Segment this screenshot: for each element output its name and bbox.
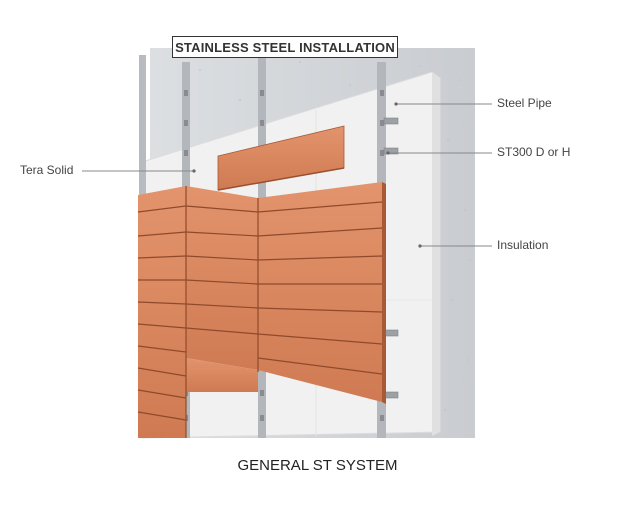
leader-lines xyxy=(82,103,492,247)
diagram-caption: GENERAL ST SYSTEM xyxy=(237,457,398,474)
label-st300: ST300 D or H xyxy=(497,145,571,159)
tile-panel-right-edge xyxy=(382,182,386,404)
insulation-edge xyxy=(432,72,440,436)
tile-panel-left xyxy=(138,186,186,438)
label-tera-solid: Tera Solid xyxy=(20,163,74,177)
label-steel-pipe: Steel Pipe xyxy=(497,96,552,110)
tile-panel-right xyxy=(258,182,382,402)
leader-dots xyxy=(192,102,422,248)
label-insulation: Insulation xyxy=(497,238,549,252)
tera-solid-panels xyxy=(138,182,382,438)
tile-panel-middle xyxy=(186,186,258,370)
diagram-title: STAINLESS STEEL INSTALLATION xyxy=(172,36,398,58)
wall-texture xyxy=(199,60,472,412)
tile-joints xyxy=(137,186,383,438)
tile-panel-lower xyxy=(186,358,258,392)
